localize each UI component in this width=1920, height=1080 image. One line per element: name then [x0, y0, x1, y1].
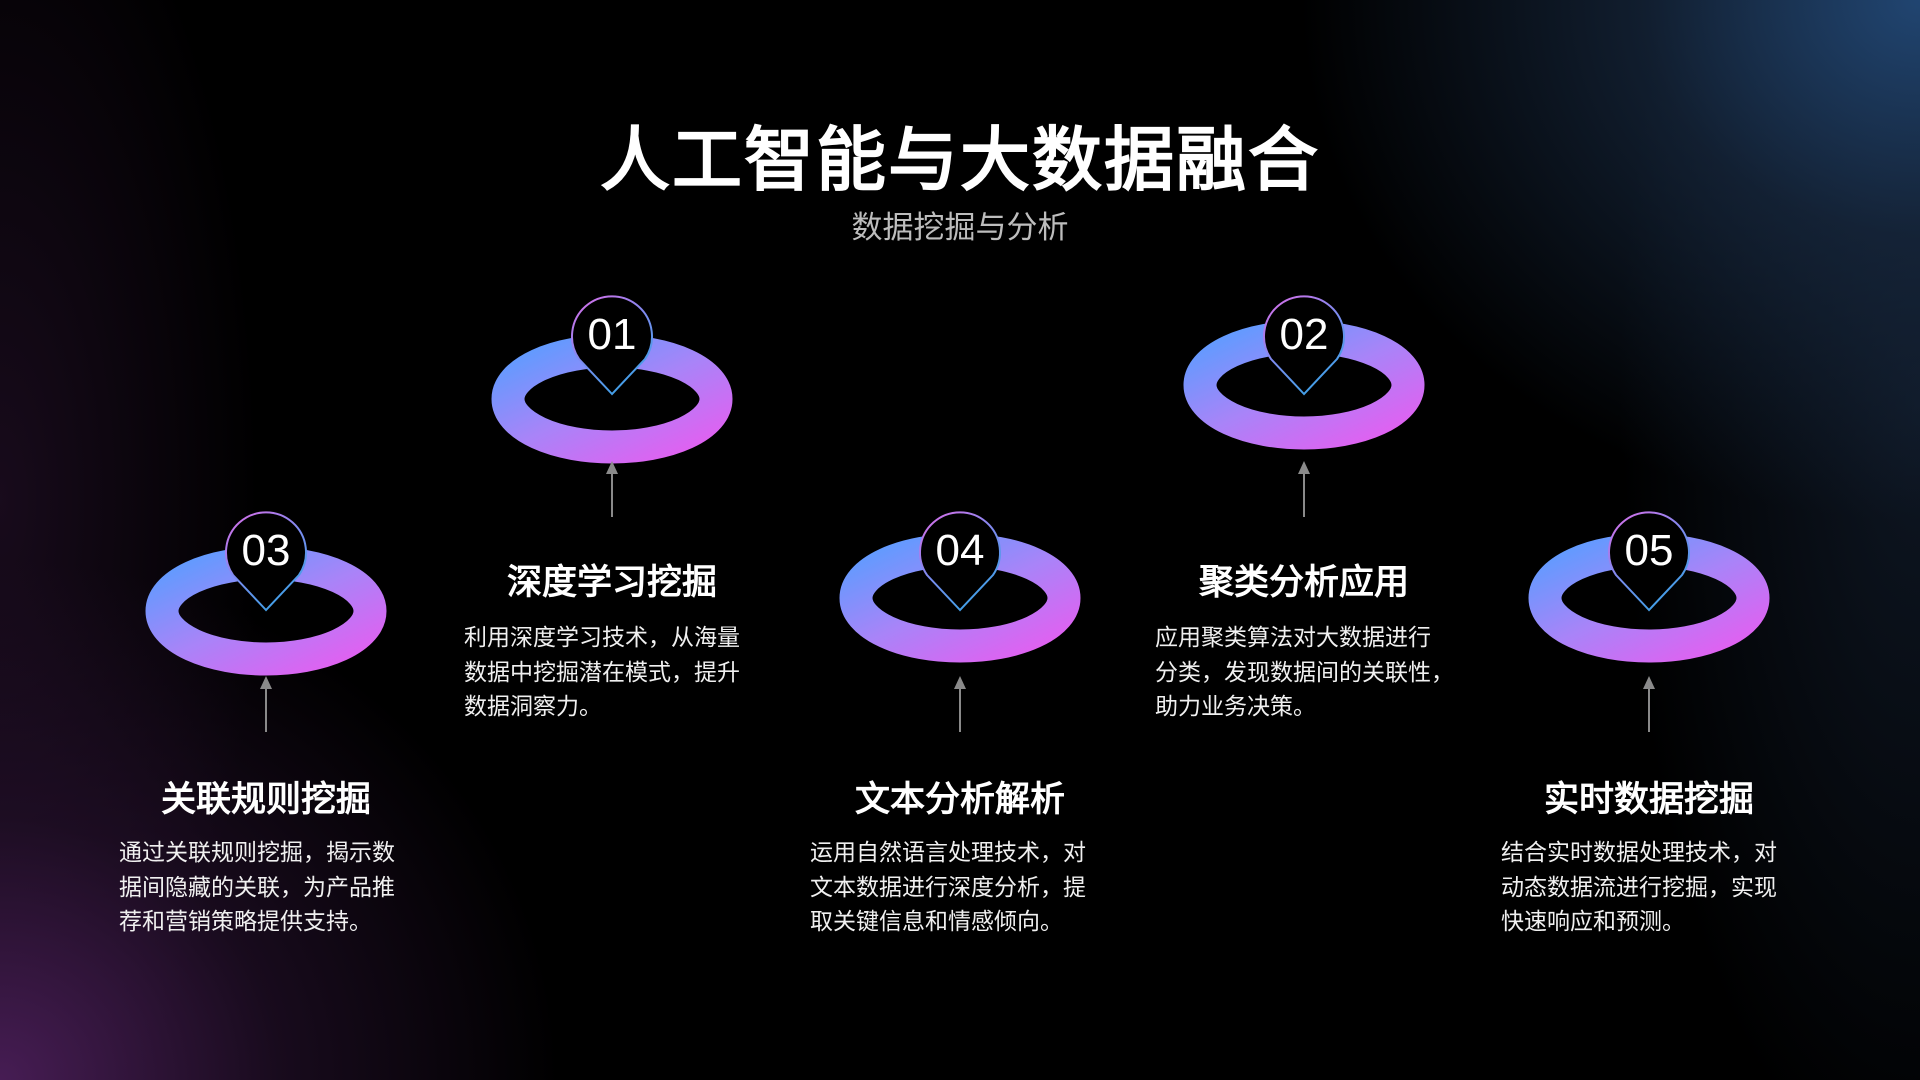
step-title: 文本分析解析 [854, 780, 1065, 820]
step-number: 03 [241, 526, 291, 575]
ring-icon [839, 511, 1081, 732]
pin-marker-icon [225, 511, 307, 612]
step-title: 实时数据挖掘 [1543, 780, 1754, 820]
step-number: 05 [1624, 526, 1674, 575]
slide-title: 人工智能与大数据融合 [600, 119, 1320, 201]
step-description: 运用自然语言处理技术，对 文本数据进行深度分析，提 取关键信息和情感倾向。 [810, 840, 1086, 935]
step-description: 结合实时数据处理技术，对 动态数据流进行挖掘，实现 快速响应和预测。 [1501, 840, 1777, 935]
step-title: 聚类分析应用 [1198, 563, 1409, 603]
ring-icon [1183, 295, 1425, 517]
step-number: 02 [1279, 310, 1329, 359]
pin-marker-icon [571, 295, 653, 396]
step-description: 应用聚类算法对大数据进行 分类，发现数据间的关联性， 助力业务决策。 [1155, 625, 1454, 720]
step-number: 04 [935, 526, 985, 575]
pin-marker-icon [919, 511, 1001, 612]
step-description: 利用深度学习技术，从海量 数据中挖掘潜在模式，提升 数据洞察力。 [464, 625, 740, 720]
step-title: 关联规则挖掘 [160, 780, 371, 820]
step-description: 通过关联规则挖掘，揭示数 据间隐藏的关联，为产品推 荐和营销策略提供支持。 [119, 840, 395, 935]
ring-icon [491, 295, 733, 517]
step-number: 01 [587, 310, 637, 359]
step-title: 深度学习挖掘 [506, 563, 717, 603]
ring-icon [1528, 511, 1770, 732]
pin-marker-icon [1608, 511, 1690, 612]
pin-marker-icon [1263, 295, 1345, 396]
ring-icon [145, 511, 387, 732]
slide-subtitle: 数据挖掘与分析 [851, 210, 1069, 246]
